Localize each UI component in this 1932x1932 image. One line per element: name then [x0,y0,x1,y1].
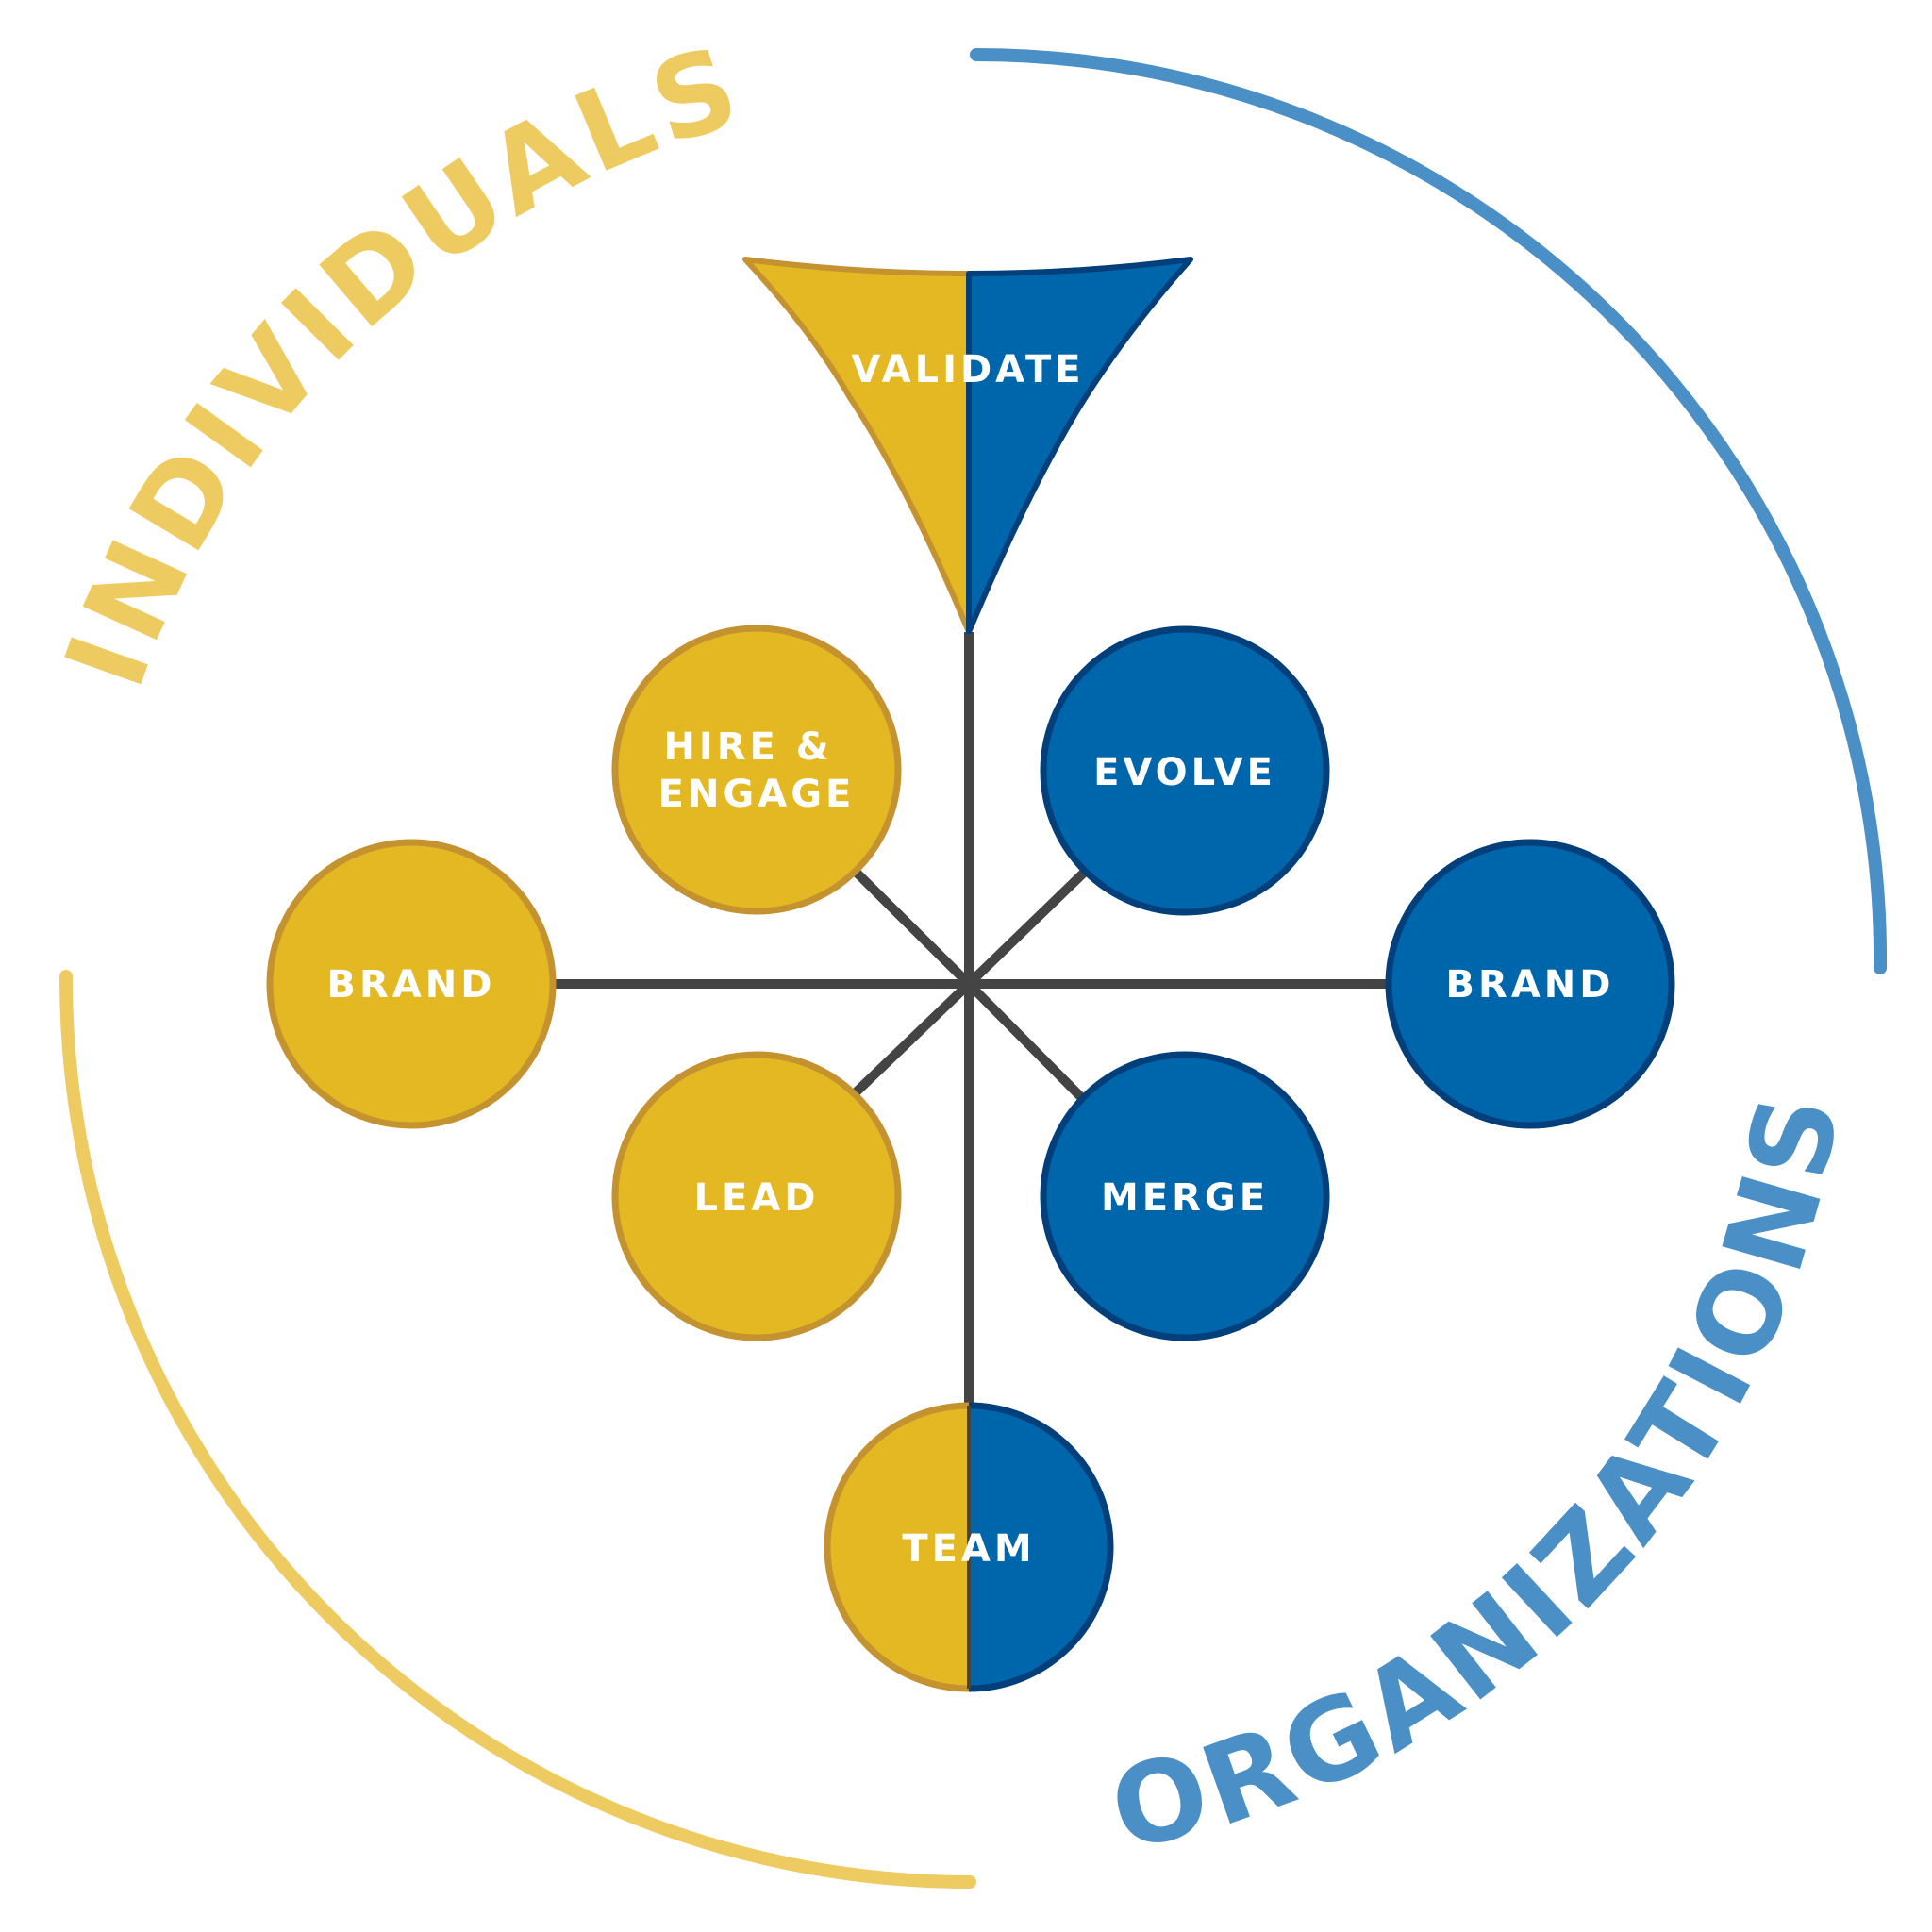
node-evolve-circle [1040,625,1330,916]
spoke-to-lead [848,980,973,1100]
node-brand-organization-label: BRAND [1446,963,1615,1007]
node-evolve: EVOLVE [1040,625,1330,916]
node-merge-label: MERGE [1101,1176,1269,1220]
individuals-label: INDIVIDUALS [40,20,758,703]
spoke-to-evolve [965,868,1089,988]
node-team-label: TEAM [902,1527,1035,1571]
node-lead-label: LEAD [694,1176,820,1220]
node-hire-engage-line-1: HIRE & [663,725,832,769]
spoke-to-hire-engage [850,866,973,988]
node-brand-individual-label: BRAND [327,963,496,1007]
node-brand-individual: BRAND [266,839,557,1129]
individuals-label-text: INDIVIDUALS [40,20,752,703]
validate-funnel: VALIDATE [742,257,1193,635]
validate-funnel-right [966,257,1193,635]
node-team-gold-half [824,1402,969,1692]
node-merge: MERGE [1040,1051,1330,1341]
node-team: TEAM [824,1402,1114,1692]
node-brand-individual-circle [266,839,557,1129]
validate-label: VALIDATE [851,348,1084,391]
node-hire-engage-circle [611,625,902,915]
node-brand-organization-circle [1385,839,1675,1129]
spoke-to-merge [965,980,1086,1102]
organizations-ring-arc [970,48,1888,974]
individuals-ring-arc [58,970,976,1889]
node-hire-engage: HIRE & ENGAGE [611,625,902,915]
validate-funnel-left [742,257,972,635]
node-hire-engage-label: HIRE & ENGAGE [658,725,856,816]
node-hire-engage-line-2: ENGAGE [658,773,856,816]
node-lead: LEAD [611,1051,902,1341]
node-lead-circle [611,1051,902,1341]
node-team-blue-half [969,1402,1114,1692]
node-merge-circle [1040,1051,1330,1341]
node-brand-organization: BRAND [1385,839,1675,1129]
node-evolve-label: EVOLVE [1093,751,1276,794]
spokes [552,632,1387,1406]
